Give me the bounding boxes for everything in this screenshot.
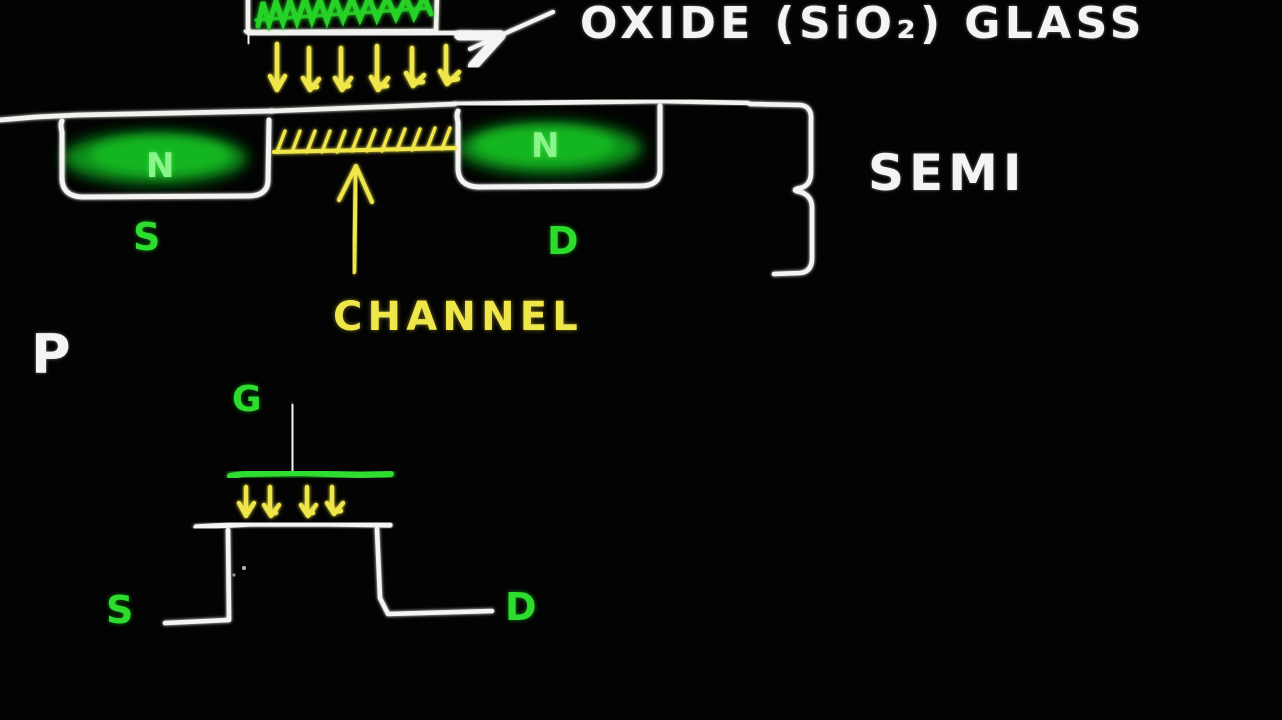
drain-terminal-label: D	[547, 219, 583, 263]
channel-label: CHANNEL	[333, 294, 583, 340]
gate-plate	[227, 470, 394, 479]
mosfet-circuit-symbol	[162, 403, 495, 626]
drain-n-region	[454, 103, 663, 190]
symbol-source-lead	[162, 527, 232, 626]
source-terminal-label: S	[133, 215, 165, 259]
oxide-pointer-arrow	[470, 9, 556, 49]
symbol-field-arrows	[236, 484, 346, 519]
gate-metal-scribble	[254, 0, 434, 34]
semiconductor-label: SEMI	[868, 144, 1027, 202]
drain-region-n-label: N	[531, 126, 563, 166]
gate-field-arrows	[267, 41, 462, 93]
semi-curly-brace	[747, 101, 815, 277]
channel-hatch	[272, 126, 457, 154]
channel-pointer-arrow	[336, 163, 375, 275]
oxide-label: OXIDE (SiO₂) GLASS	[580, 0, 1146, 49]
substrate-surface	[0, 88, 751, 123]
symbol-gate-label: G	[232, 379, 266, 420]
gate-metal-block	[243, 0, 473, 44]
source-n-region	[58, 117, 272, 200]
source-region-n-label: N	[146, 146, 178, 186]
symbol-channel-bar	[193, 521, 393, 530]
symbol-drain-lead	[374, 526, 495, 617]
symbol-drain-label: D	[505, 585, 541, 629]
substrate-p-label: P	[31, 323, 76, 386]
symbol-source-label: S	[106, 588, 138, 632]
